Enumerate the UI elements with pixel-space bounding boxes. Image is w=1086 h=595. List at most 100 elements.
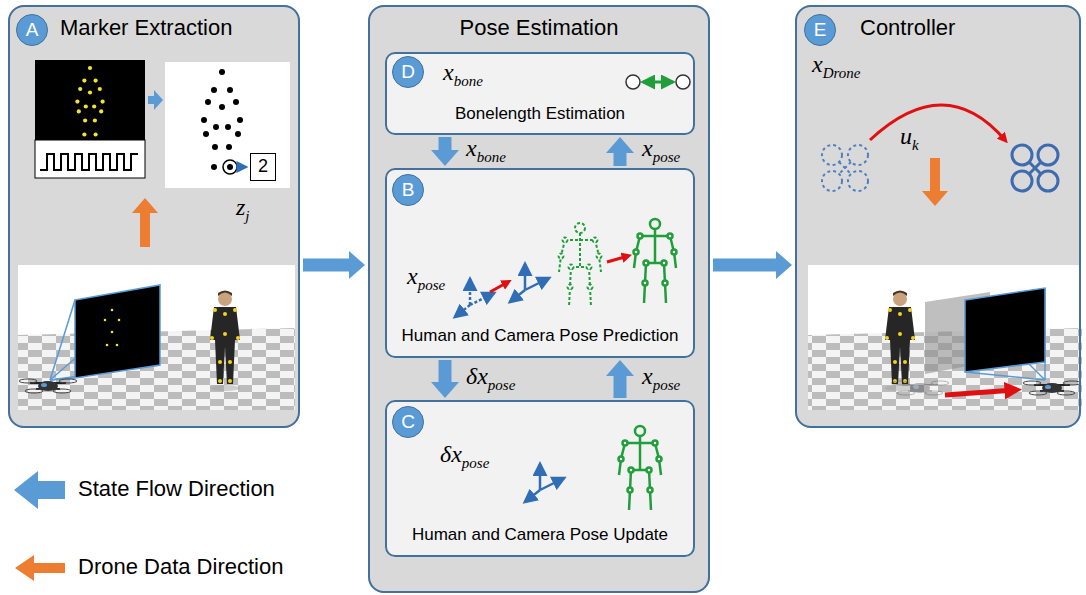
marker-map bbox=[165, 62, 290, 188]
skeleton-after bbox=[634, 219, 677, 303]
drone-after bbox=[1012, 145, 1058, 191]
plane-marker bbox=[111, 309, 114, 312]
symbol-subscript: pose bbox=[488, 377, 516, 393]
bone-joint bbox=[676, 75, 690, 89]
symbol-base: x bbox=[642, 135, 653, 161]
symbol-subscript: pose bbox=[462, 455, 490, 471]
square-wave bbox=[40, 154, 138, 170]
skeleton bbox=[619, 426, 662, 510]
symbol-subscript: bone bbox=[477, 149, 506, 165]
bone-length bbox=[643, 81, 673, 84]
bone-joint bbox=[626, 75, 640, 89]
box-caption: Bonelength Estimation bbox=[455, 104, 625, 124]
drone-data-arrow bbox=[922, 158, 948, 206]
box-fill bbox=[385, 168, 695, 358]
state-symbol: zj bbox=[236, 193, 250, 222]
camera-image bbox=[35, 60, 145, 140]
box-fill bbox=[385, 52, 695, 135]
small-arrow bbox=[148, 90, 163, 110]
skeleton-before bbox=[559, 223, 602, 307]
box-caption: Human and Camera Pose Update bbox=[412, 525, 668, 545]
image-plane bbox=[75, 285, 160, 378]
flow-arrow bbox=[713, 259, 776, 272]
scene-background bbox=[18, 265, 295, 410]
symbol-subscript: pose bbox=[418, 277, 446, 293]
legend-sample-drone bbox=[15, 555, 65, 581]
legend-text: State Flow Direction bbox=[78, 476, 275, 502]
process-box: BxposeHuman and Camera Pose Prediction bbox=[385, 168, 695, 358]
camera-frustum bbox=[965, 288, 1045, 380]
step-badge: A bbox=[16, 14, 48, 46]
box-fill bbox=[368, 5, 710, 593]
symbol-subscript: pose bbox=[653, 377, 681, 393]
motion-arrow bbox=[490, 282, 508, 292]
human bbox=[885, 291, 915, 392]
symbol-base: x bbox=[812, 51, 823, 77]
camera-axes-after bbox=[510, 264, 549, 302]
state-symbol: uk bbox=[900, 122, 919, 151]
flow-arrow bbox=[439, 137, 452, 150]
camera-axes bbox=[525, 464, 564, 502]
state-symbol: xbone bbox=[443, 58, 483, 87]
selected-marker-ring bbox=[223, 160, 237, 174]
image-plane bbox=[965, 288, 1045, 372]
badge-letter: B bbox=[402, 179, 415, 202]
previous-drone bbox=[891, 381, 949, 395]
plane-marker bbox=[116, 344, 119, 347]
symbol-base: x bbox=[466, 135, 477, 161]
marker-id-box: 2 bbox=[250, 153, 276, 181]
trajectory-arrow bbox=[870, 105, 1005, 140]
symbol-base: z bbox=[236, 194, 245, 220]
process-box: DxboneBonelength Estimation bbox=[385, 52, 695, 135]
symbol-subscript: Drone bbox=[823, 65, 861, 81]
signal-strip bbox=[35, 140, 145, 178]
step-badge: B bbox=[392, 174, 424, 206]
flow-arrow bbox=[614, 376, 627, 398]
drone bbox=[1023, 381, 1081, 395]
state-symbol: xDrone bbox=[812, 50, 860, 79]
flow-arrow bbox=[439, 360, 452, 382]
motion-arrow bbox=[607, 256, 628, 262]
stage-panel: A 2 Marker Extraction bbox=[8, 5, 300, 428]
process-box: CδxposeHuman and Camera Pose Update bbox=[385, 400, 695, 557]
drone-data-arrow bbox=[132, 198, 158, 247]
badge-letter: D bbox=[401, 61, 415, 84]
symbol-subscript: k bbox=[912, 137, 919, 153]
frustum-edge bbox=[50, 285, 160, 380]
edge-label: xbone bbox=[466, 134, 506, 163]
plane-marker bbox=[104, 319, 107, 322]
drone-motion-arrow bbox=[945, 390, 1015, 395]
plane-marker bbox=[118, 319, 121, 322]
symbol-subscript: bone bbox=[454, 73, 483, 89]
box-fill bbox=[795, 5, 1081, 428]
edge-label: xpose bbox=[642, 362, 680, 391]
step-badge: C bbox=[392, 406, 424, 438]
image-markers bbox=[75, 66, 104, 137]
marker-id: 2 bbox=[258, 156, 268, 178]
symbol-base: x bbox=[407, 263, 418, 289]
plane-marker bbox=[111, 331, 114, 334]
symbol-subscript: pose bbox=[653, 149, 681, 165]
frustum-edge bbox=[50, 300, 75, 380]
flow-arrow bbox=[614, 153, 627, 166]
panel-title: Controller bbox=[860, 15, 955, 41]
symbol-base: u bbox=[900, 123, 912, 149]
panel-title: Marker Extraction bbox=[60, 15, 232, 41]
detected-markers bbox=[201, 69, 243, 170]
symbol-base: x bbox=[642, 363, 653, 389]
plane-markers bbox=[104, 309, 121, 347]
id-leader bbox=[239, 166, 246, 168]
human bbox=[210, 291, 240, 392]
edge-label: xpose bbox=[642, 134, 680, 163]
state-symbol: xpose bbox=[407, 262, 445, 291]
symbol-base: x bbox=[443, 59, 454, 85]
stage-panel: DxboneBonelength EstimationBxposeHuman a… bbox=[368, 5, 710, 593]
panel-title: Pose Estimation bbox=[460, 15, 619, 41]
flow-arrow bbox=[303, 259, 349, 272]
legend-text: Drone Data Direction bbox=[78, 554, 283, 580]
legend-sample-state bbox=[14, 471, 65, 509]
plane-marker bbox=[106, 344, 109, 347]
